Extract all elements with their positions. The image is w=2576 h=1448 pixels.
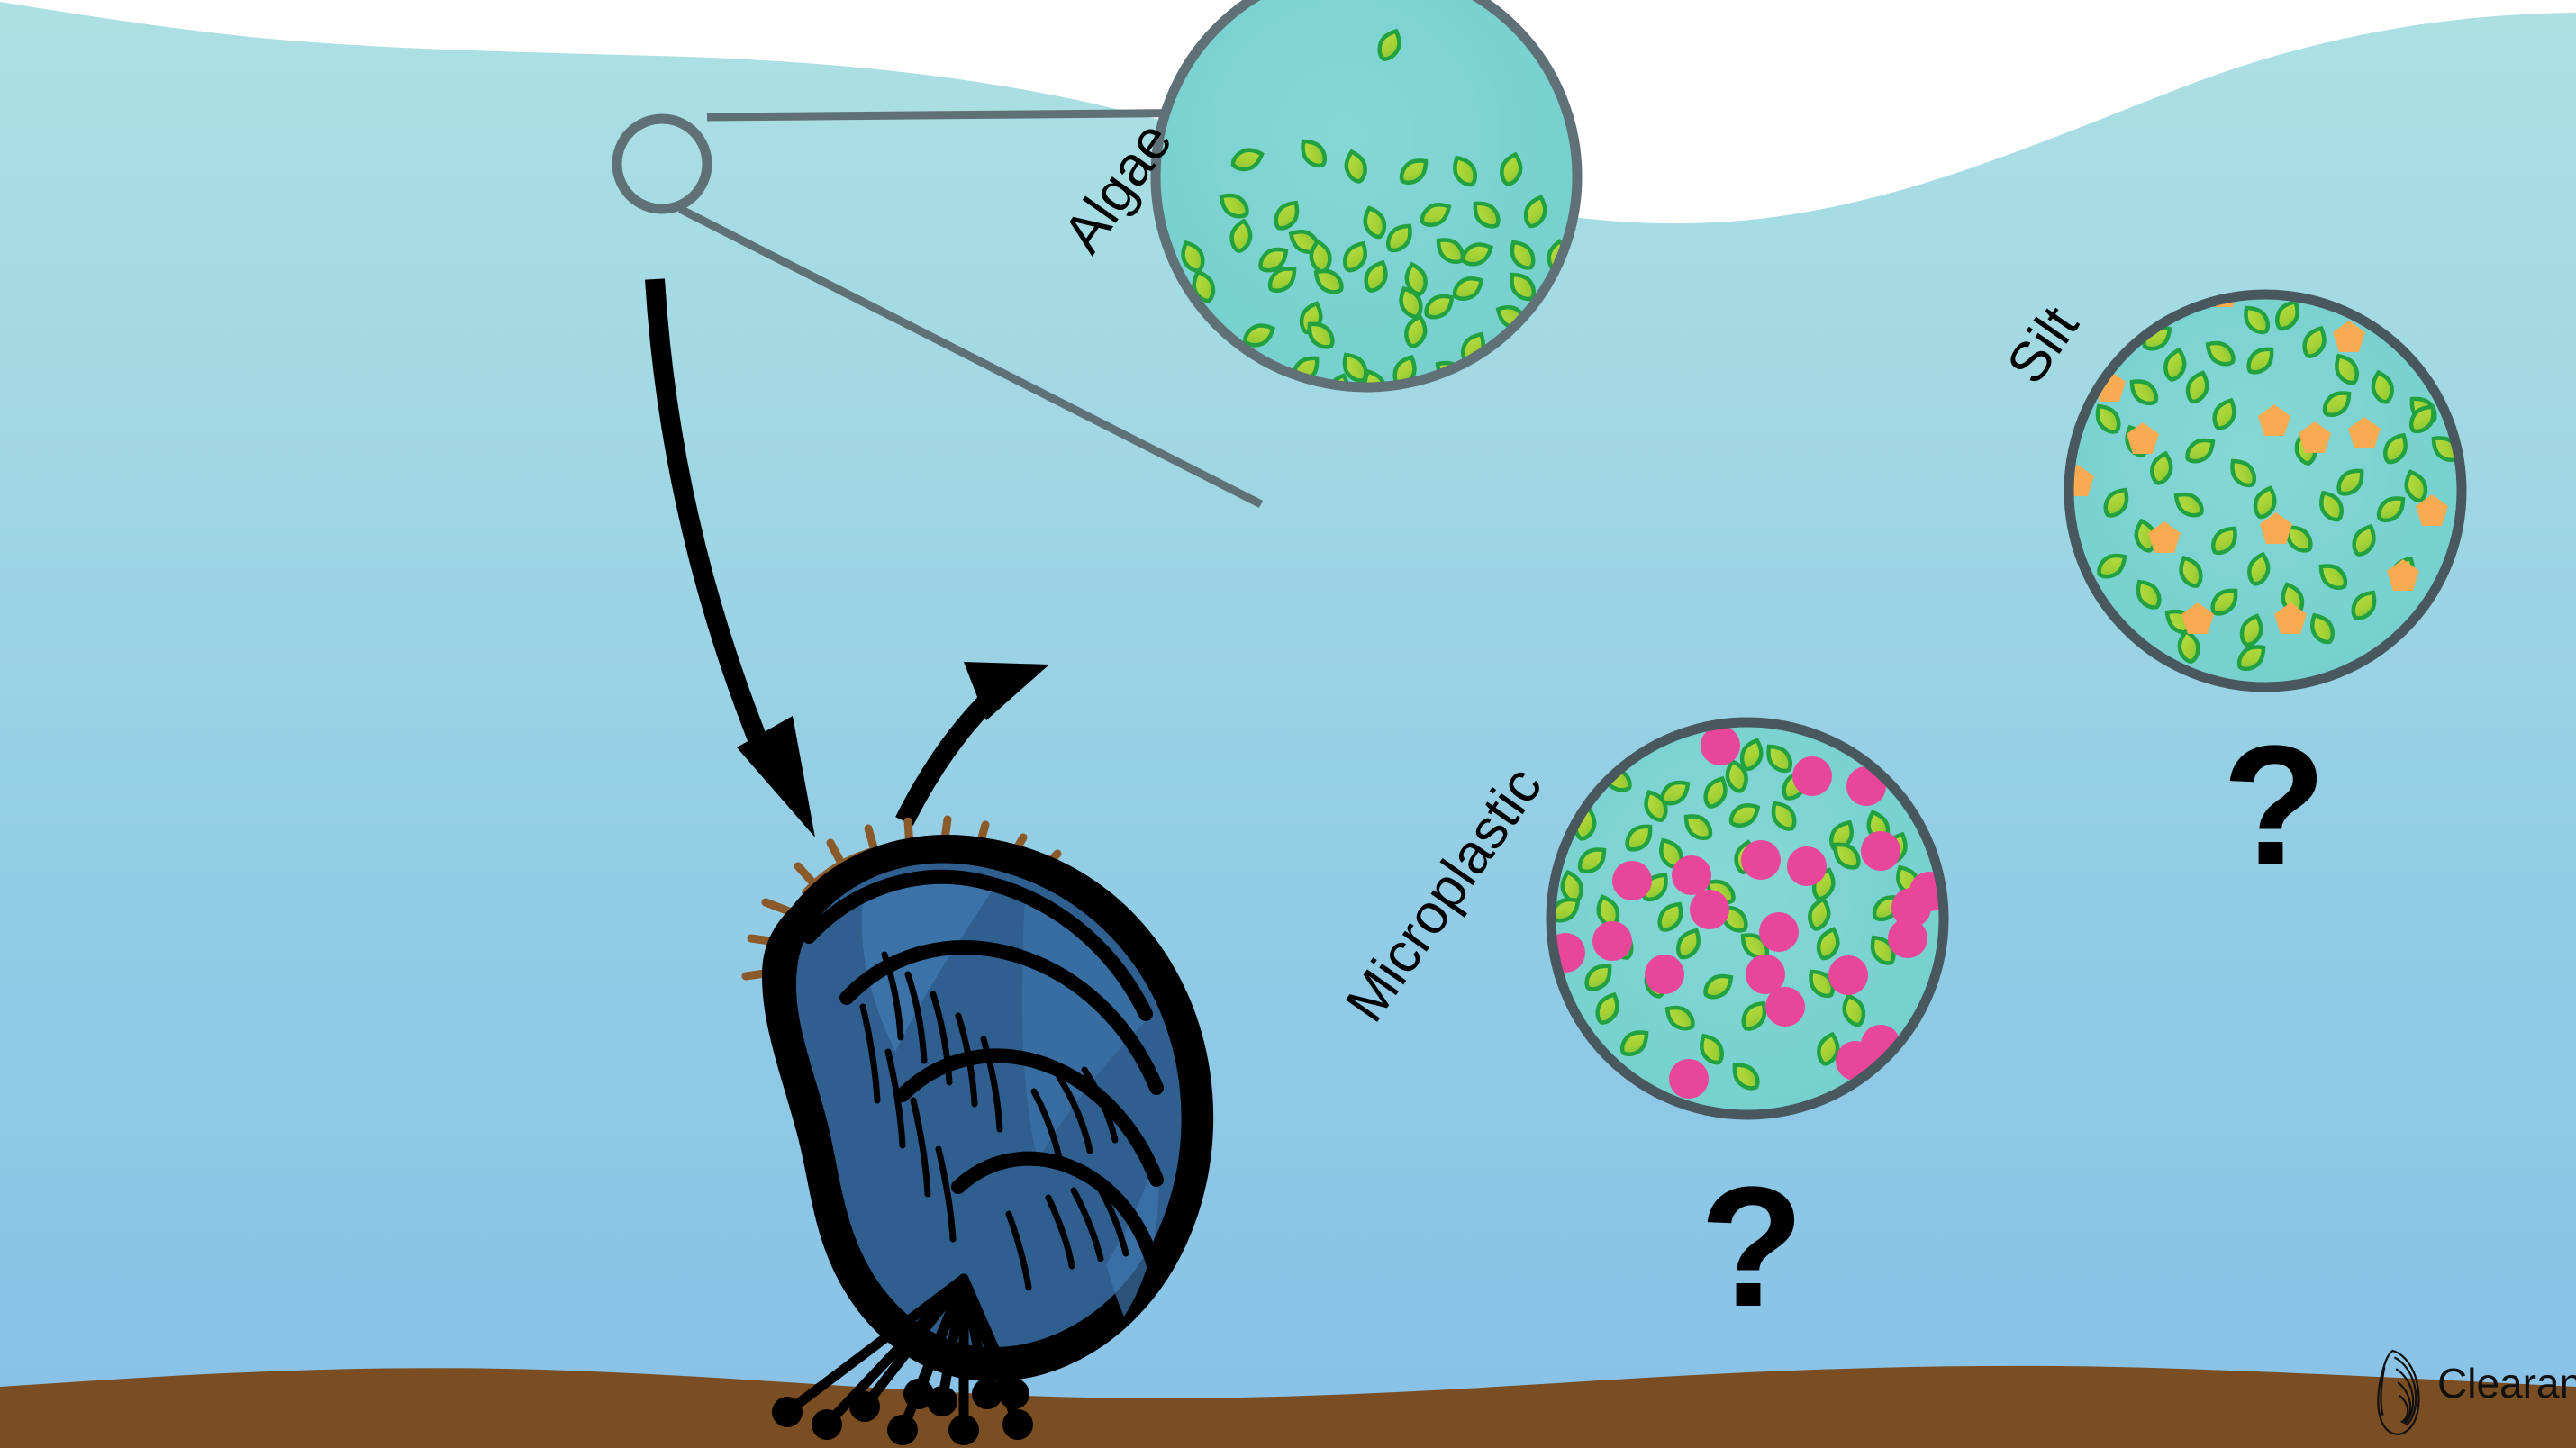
brand-watermark: Clearance xyxy=(2377,1349,2576,1435)
silt-question-mark: ? xyxy=(2222,710,2327,901)
microplastic-question-mark: ? xyxy=(1700,1152,1804,1343)
inhalant-arrow xyxy=(645,278,815,837)
brand-name: Clearance xyxy=(2437,1360,2576,1407)
seabed-sediment xyxy=(0,1365,2576,1448)
magnifier-small-lens xyxy=(612,113,712,214)
exhalant-arrow xyxy=(895,662,1049,826)
microplastic-lens-particles xyxy=(1553,726,1942,1099)
mussel-shell-icon xyxy=(2377,1349,2420,1435)
blue-mussel xyxy=(741,815,1214,1445)
microplastic-beads xyxy=(1553,726,1942,1099)
